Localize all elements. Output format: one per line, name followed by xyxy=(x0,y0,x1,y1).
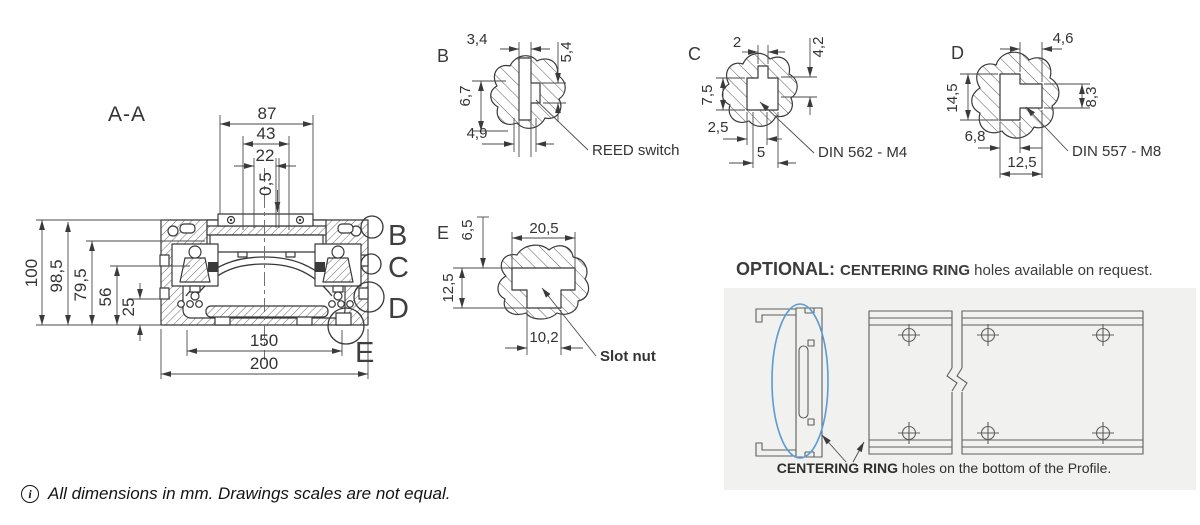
dim-label: 5 xyxy=(757,144,765,161)
dim-label: 100 xyxy=(22,259,41,287)
dimension-lines xyxy=(478,42,561,147)
detail-title-b: B xyxy=(437,46,449,66)
dim-label: 22 xyxy=(256,146,275,165)
dim-label: 7,5 xyxy=(699,85,716,106)
guide-rail-right xyxy=(314,243,362,301)
dim-label: 0,5 xyxy=(256,172,275,196)
centering-ring-highlight xyxy=(771,303,829,459)
optional-caption-rest: holes on the bottom of the Profile. xyxy=(898,460,1112,476)
detail-circle-d xyxy=(353,281,385,313)
dim-label: 5,4 xyxy=(558,42,575,63)
optional-caption-bold: CENTERING RING xyxy=(776,460,899,476)
dim-label: 20,5 xyxy=(529,220,558,237)
centering-hole xyxy=(1092,422,1114,444)
footnote-text: All dimensions in mm. Drawings scales ar… xyxy=(48,484,451,503)
optional-heading-rest: holes available on request. xyxy=(970,262,1153,279)
dim-label: 79,5 xyxy=(71,268,90,301)
detail-circle-b xyxy=(360,215,384,239)
detail-marker-d: D xyxy=(388,293,409,325)
leader-line xyxy=(535,99,589,151)
footnote: i All dimensions in mm. Drawings scales … xyxy=(21,484,451,504)
dim-label: 4,2 xyxy=(810,37,827,58)
detail-b-view: B 3,4 5,4 6,7 4,9 REED switch xyxy=(437,31,680,159)
info-icon: i xyxy=(21,485,39,503)
centering-hole xyxy=(1092,324,1114,346)
detail-title-d: D xyxy=(951,43,964,63)
detail-marker-e: E xyxy=(355,337,374,369)
leader-line xyxy=(541,287,597,357)
profile-end-view xyxy=(755,303,829,459)
detail-circle-c xyxy=(360,253,382,275)
callout-din562: DIN 562 - M4 xyxy=(818,144,907,161)
dim-label: 4,9 xyxy=(467,125,488,142)
detail-marker-c: C xyxy=(388,252,409,284)
extension-lines xyxy=(472,42,566,157)
callout-din557: DIN 557 - M8 xyxy=(1072,143,1161,160)
optional-heading: OPTIONAL: CENTERING RING holes available… xyxy=(736,259,1153,280)
dim-label: 25 xyxy=(119,298,138,317)
centering-hole xyxy=(977,422,999,444)
dim-label: 6,8 xyxy=(965,128,986,145)
dimension-lines xyxy=(39,121,368,377)
centering-holes xyxy=(898,324,1114,444)
dimension-lines xyxy=(720,38,813,166)
dim-label: 43 xyxy=(257,124,276,143)
dim-label: 2 xyxy=(733,34,741,51)
dim-label: 12,5 xyxy=(440,273,457,302)
dim-label: 10,2 xyxy=(529,329,558,346)
din557-nut xyxy=(999,73,1043,121)
callout-slot-nut: Slot nut xyxy=(600,348,656,365)
dim-label: 6,5 xyxy=(459,220,476,241)
dim-label: 8,3 xyxy=(1083,87,1100,108)
optional-heading-prefix: OPTIONAL: xyxy=(736,259,840,279)
detail-title-e: E xyxy=(437,223,449,243)
dim-label: 87 xyxy=(258,104,277,123)
optional-heading-bold: CENTERING RING xyxy=(840,262,971,279)
optional-panel xyxy=(724,288,1196,490)
dim-label: 3,4 xyxy=(467,31,488,48)
detail-c-view: C 2 4,2 7,5 2,5 5 xyxy=(688,34,907,168)
detail-d-view: D 4,6 14,5 8,3 6,8 12,5 DIN 5 xyxy=(944,30,1161,178)
dim-label: 12,5 xyxy=(1007,154,1036,171)
dim-label: 200 xyxy=(250,354,278,373)
dimension-lines xyxy=(965,46,1085,177)
din562-nut xyxy=(746,65,779,111)
carriage-assembly xyxy=(206,213,327,258)
dimension-lines xyxy=(459,217,583,351)
centering-hole xyxy=(898,324,920,346)
dim-label: 98,5 xyxy=(47,259,66,292)
detail-circle-e xyxy=(327,307,365,345)
detail-marker-b: B xyxy=(388,220,407,252)
leader-line xyxy=(1025,106,1069,152)
centering-hole xyxy=(977,324,999,346)
detail-title-c: C xyxy=(688,44,701,64)
dim-label: 4,6 xyxy=(1053,30,1074,47)
optional-caption: CENTERING RING holes on the bottom of th… xyxy=(708,460,1180,476)
section-title: A-A xyxy=(108,103,146,126)
dim-label: 6,7 xyxy=(457,86,474,107)
caption-leaders xyxy=(821,434,865,463)
dim-label: 56 xyxy=(96,288,115,307)
callout-reed-switch: REED switch xyxy=(592,142,680,159)
break-line xyxy=(946,367,968,392)
centering-hole xyxy=(898,422,920,444)
dim-label: 150 xyxy=(250,331,278,350)
dim-label: 2,5 xyxy=(708,119,729,136)
leader-line xyxy=(759,101,815,154)
dim-label: 14,5 xyxy=(944,83,961,112)
main-section-view: A-A xyxy=(22,103,409,379)
guide-rail-left xyxy=(171,243,219,301)
detail-e-view: E 6,5 20,5 12,5 10,2 Slot nut xyxy=(437,216,656,365)
centering-ring-groove xyxy=(798,345,809,419)
